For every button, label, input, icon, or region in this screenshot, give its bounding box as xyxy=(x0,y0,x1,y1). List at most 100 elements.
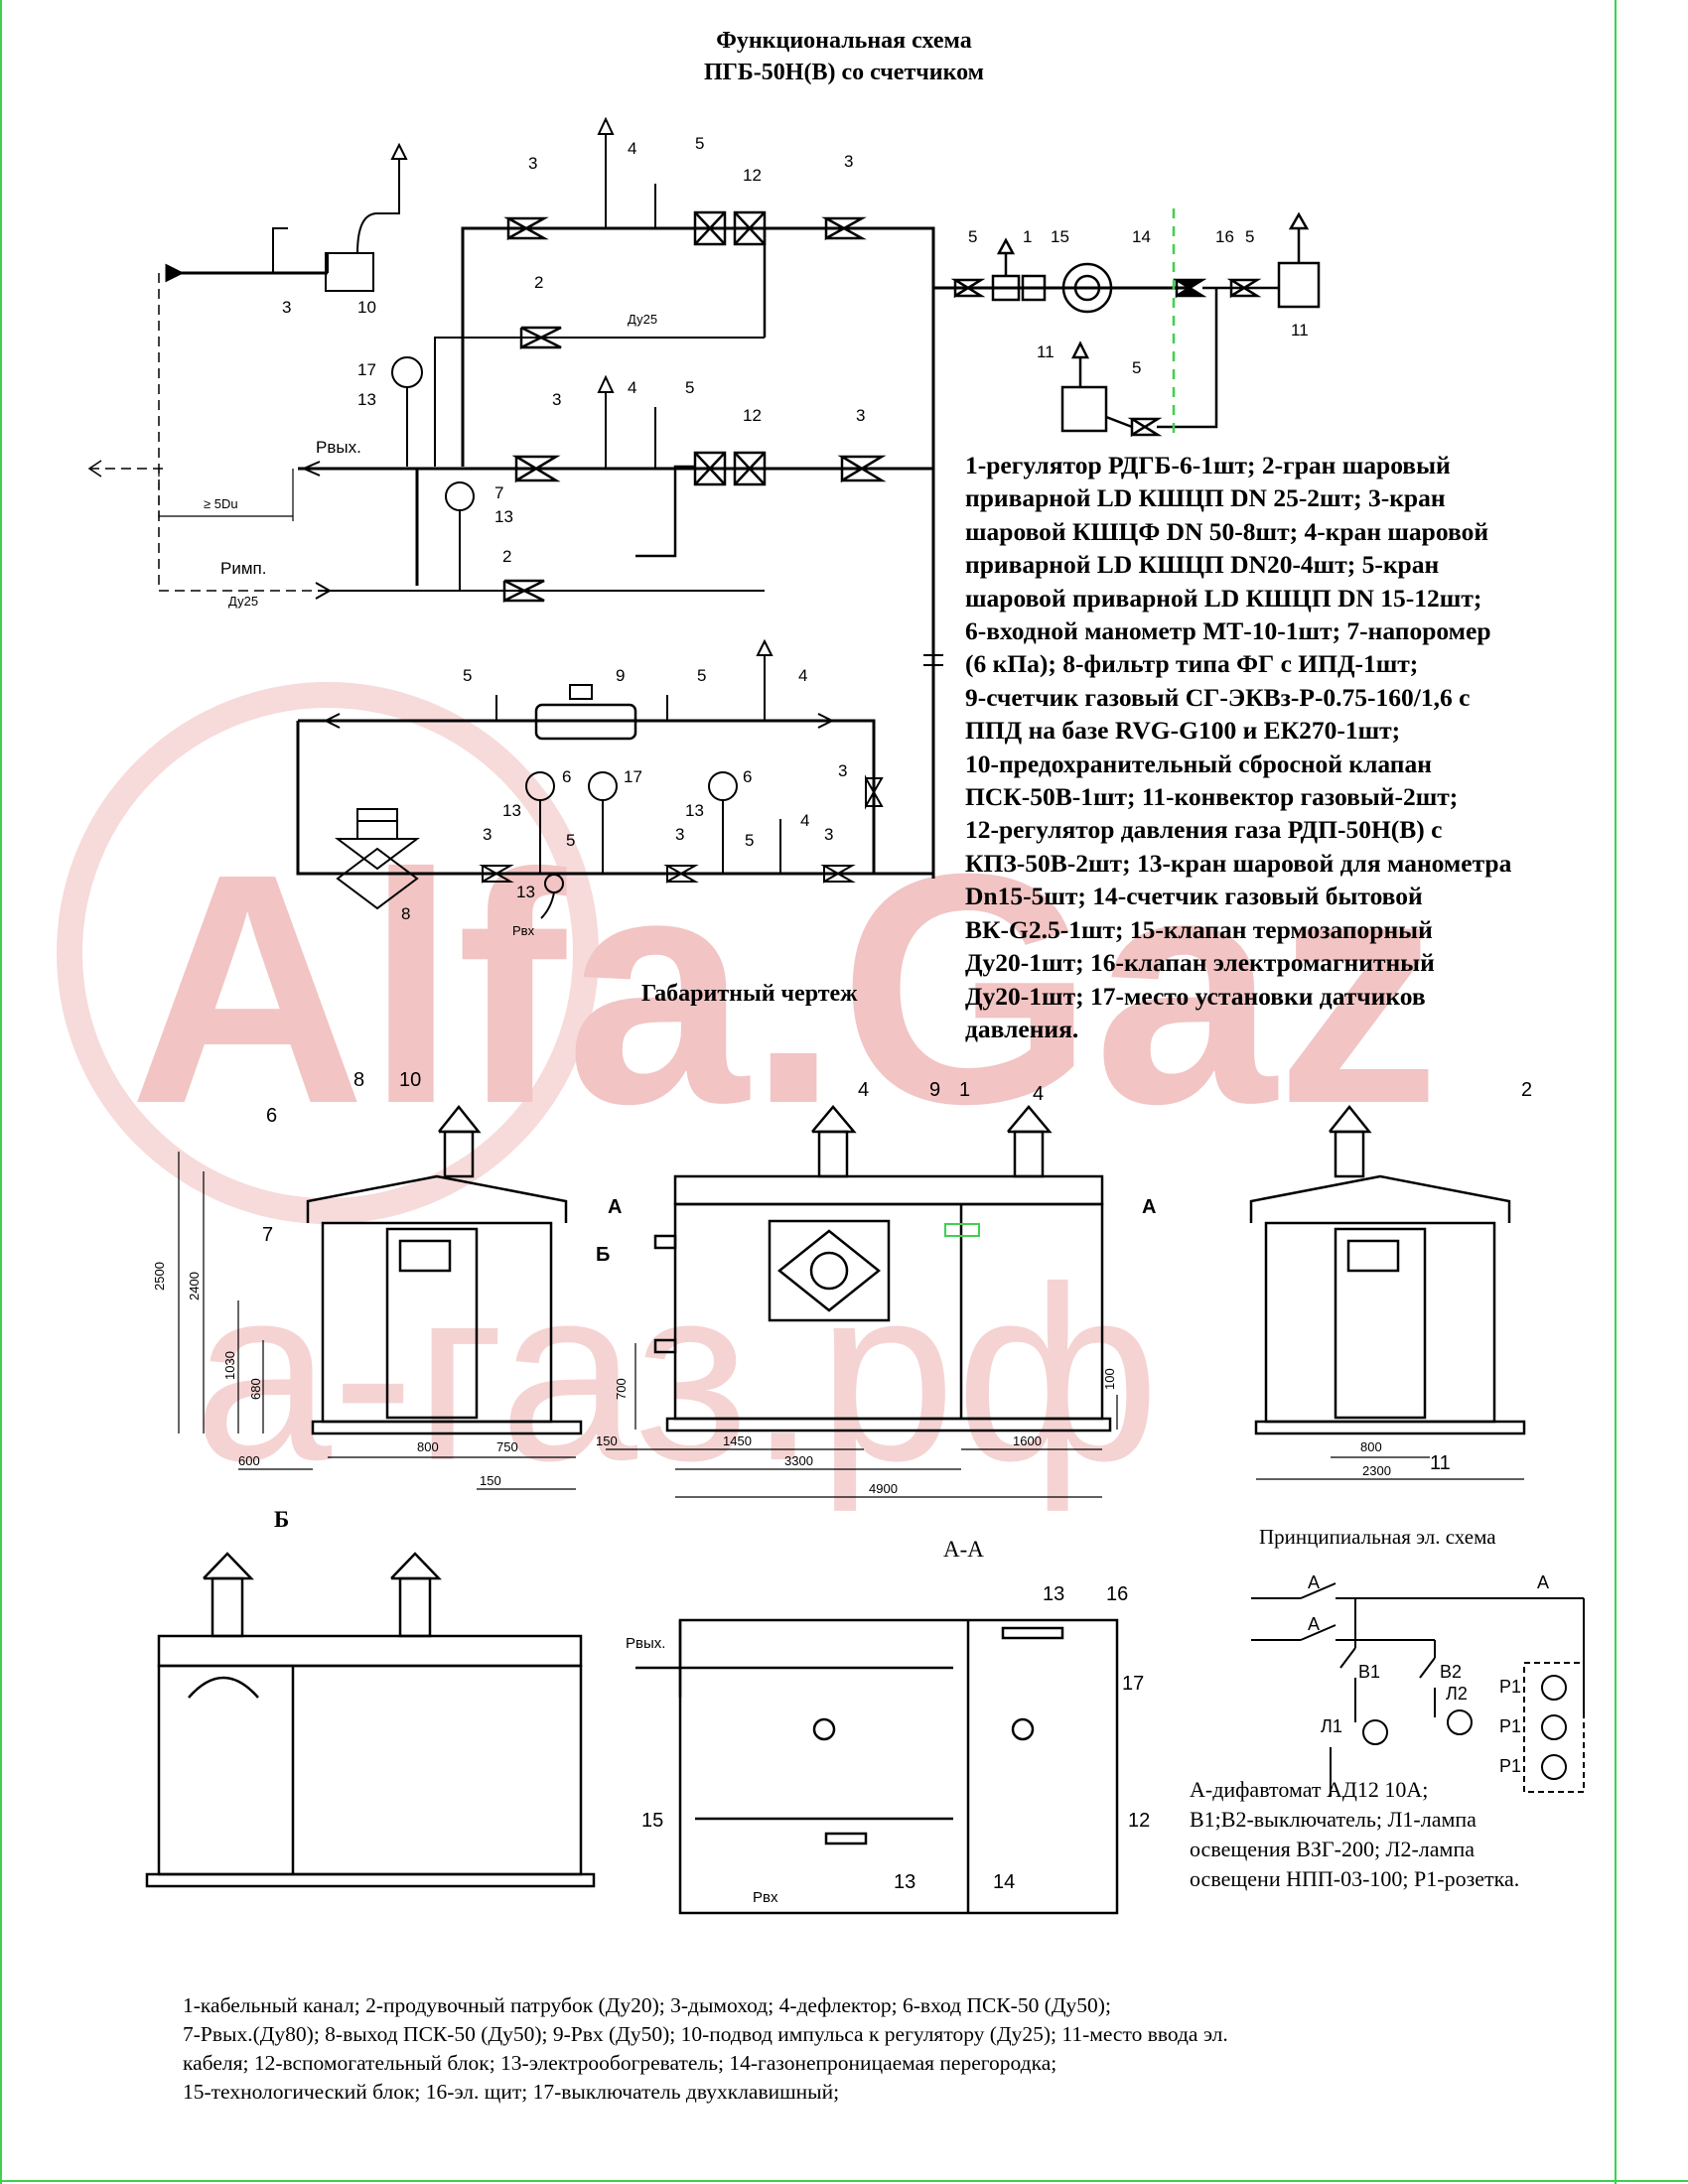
callout-5h: 5 xyxy=(566,831,575,850)
callout-16: 16 xyxy=(1215,227,1234,246)
dd-callout-17: 17 xyxy=(1122,1673,1144,1695)
callout-2: 2 xyxy=(534,273,543,292)
electrical-note-line: А-дифавтомат АД12 10А; xyxy=(1190,1777,1429,1802)
legend-line: 1-регулятор РДГБ-6-1шт; 2-гран шаровый xyxy=(965,451,1451,479)
scheme-labels: Рвых. Римп. Ду25 Ду25 ≥ 5Du Рвх xyxy=(204,312,657,938)
bottom-note-line: 7-Рвых.(Ду80); 8-выход ПСК-50 (Ду50); 9-… xyxy=(183,2022,1228,2046)
electrical-notes: А-дифавтомат АД12 10А; В1;В2-выключатель… xyxy=(1190,1775,1607,1894)
legend-line: шаровой КШЦФ DN 50-8шт; 4-кран шаровой xyxy=(965,516,1489,546)
component-legend: 1-регулятор РДГБ-6-1шт; 2-гран шаровый п… xyxy=(965,449,1611,1045)
watermark: Alfa.Gaz а-газ.рф xyxy=(57,682,1440,1512)
dd-callout-1: 1 xyxy=(959,1079,970,1101)
label-p-out: Рвых. xyxy=(316,438,361,457)
callout-12b: 12 xyxy=(743,406,762,425)
legend-line: давления. xyxy=(965,1014,1079,1043)
callout-3d: 3 xyxy=(552,390,561,409)
section-b-heading: Б xyxy=(274,1507,290,1532)
dim-150-front: 150 xyxy=(596,1433,618,1448)
callout-3f: 3 xyxy=(838,761,847,780)
callout-13c: 13 xyxy=(502,801,521,820)
section-a-left: А xyxy=(608,1196,622,1218)
dd-callout-15: 15 xyxy=(641,1810,663,1832)
dim-1600: 1600 xyxy=(1013,1433,1042,1448)
callout-5e: 5 xyxy=(1132,358,1141,377)
callout-10: 10 xyxy=(357,298,376,317)
electrical-scheme xyxy=(1251,1582,1585,1797)
callout-5: 5 xyxy=(695,134,704,153)
legend-line: ПСК-50В-1шт; 11-конвектор газовый-2шт; xyxy=(965,782,1459,812)
callout-11b: 11 xyxy=(1037,342,1055,361)
elec-label-p1b: Р1 xyxy=(1499,1716,1521,1736)
elec-label-b1: В1 xyxy=(1358,1662,1380,1682)
callout-13d: 13 xyxy=(685,801,704,820)
elec-label-p1a: Р1 xyxy=(1499,1677,1521,1697)
elec-label-b2: В2 xyxy=(1440,1662,1462,1682)
callout-4: 4 xyxy=(628,139,636,158)
dim-2300: 2300 xyxy=(1362,1463,1391,1478)
callout-4b: 4 xyxy=(628,378,636,397)
dd-callout-11: 11 xyxy=(1430,1452,1451,1474)
watermark-brand: Alfa.Gaz xyxy=(129,805,1440,1171)
callout-3i: 3 xyxy=(824,825,833,844)
electrical-note-line: освещени НПП-03-100; Р1-розетка. xyxy=(1190,1866,1520,1891)
electrical-note-line: освещения ВЗГ-200; Л2-лампа xyxy=(1190,1837,1476,1861)
dd-callout-7: 7 xyxy=(262,1224,273,1246)
callout-8: 8 xyxy=(401,904,410,923)
dd-callout-8: 8 xyxy=(353,1069,364,1091)
callout-7: 7 xyxy=(494,483,503,502)
callout-3: 3 xyxy=(282,298,291,317)
label-p-imp: Римп. xyxy=(220,559,266,578)
dimensional-drawing-heading: Габаритный чертеж xyxy=(641,981,858,1007)
callout-12: 12 xyxy=(743,166,762,185)
dim-700: 700 xyxy=(614,1378,629,1400)
title-line-2: ПГБ-50Н(В) со счетчиком xyxy=(703,60,985,85)
dim-4900: 4900 xyxy=(869,1481,898,1496)
watermark-domain: а-газ.рф xyxy=(194,1235,1160,1512)
dim-600: 600 xyxy=(238,1453,260,1468)
legend-line: Dn15-5шт; 14-счетчик газовый бытовой xyxy=(965,882,1423,911)
legend-line: Ду20-1шт; 17-место установки датчиков xyxy=(965,981,1426,1011)
legend-line: шаровой приварной LD КШЦП DN 15-12шт; xyxy=(965,583,1482,613)
dim-750: 750 xyxy=(496,1439,518,1454)
dd-callout-9: 9 xyxy=(929,1079,940,1101)
callout-13b: 13 xyxy=(494,507,513,526)
legend-line: ВК-G2.5-1шт; 15-клапан термозапорный xyxy=(965,914,1433,944)
callout-17b: 17 xyxy=(624,767,642,786)
callout-4c: 4 xyxy=(798,666,807,685)
bottom-notes: 1-кабельный канал; 2-продувочный патрубо… xyxy=(183,1991,1593,2107)
legend-line: 6-входной манометр МТ-10-1шт; 7-напороме… xyxy=(965,616,1491,646)
elec-label-p1c: Р1 xyxy=(1499,1756,1521,1776)
legend-line: 12-регулятор давления газа РДП-50Н(В) с xyxy=(965,815,1443,845)
legend-line: приварной LD КШЦП DN20-4шт; 5-кран xyxy=(965,550,1440,580)
dim-680: 680 xyxy=(248,1378,263,1400)
callout-6b: 6 xyxy=(743,767,752,786)
legend-line: приварной LD КШЦП DN 25-2шт; 3-кран xyxy=(965,483,1446,513)
callout-5b: 5 xyxy=(685,378,694,397)
callout-5d: 5 xyxy=(1245,227,1254,246)
callout-5f: 5 xyxy=(463,666,472,685)
frame-right xyxy=(1615,0,1617,2184)
callout-4d: 4 xyxy=(800,811,809,830)
dim-800: 800 xyxy=(417,1439,439,1454)
electrical-note-line: В1;В2-выключатель; Л1-лампа xyxy=(1190,1807,1477,1832)
dim-150-left: 150 xyxy=(480,1473,501,1488)
dim-2400: 2400 xyxy=(187,1272,202,1300)
dd-callout-14: 14 xyxy=(993,1871,1015,1893)
callout-13: 13 xyxy=(357,390,376,409)
dd-callout-4b: 4 xyxy=(1033,1083,1044,1105)
callout-5c: 5 xyxy=(968,227,977,246)
callout-9: 9 xyxy=(616,666,625,685)
highlight-cable-channel xyxy=(944,1223,980,1237)
dim-800-right: 800 xyxy=(1360,1439,1382,1454)
elec-label-a3: А xyxy=(1308,1614,1320,1634)
legend-line: 10-предохранительный сбросной клапан xyxy=(965,749,1432,778)
callout-3g: 3 xyxy=(483,825,492,844)
aa-label-p-out: Рвых. xyxy=(626,1635,665,1652)
dd-callout-10: 10 xyxy=(399,1069,421,1091)
callout-11: 11 xyxy=(1291,321,1309,340)
dim-100: 100 xyxy=(1102,1368,1117,1390)
electrical-heading: Принципиальная эл. схема xyxy=(1259,1525,1496,1549)
section-aa-heading: А-А xyxy=(943,1537,984,1562)
callout-17: 17 xyxy=(357,360,376,379)
label-min-5du: ≥ 5Du xyxy=(204,496,238,511)
